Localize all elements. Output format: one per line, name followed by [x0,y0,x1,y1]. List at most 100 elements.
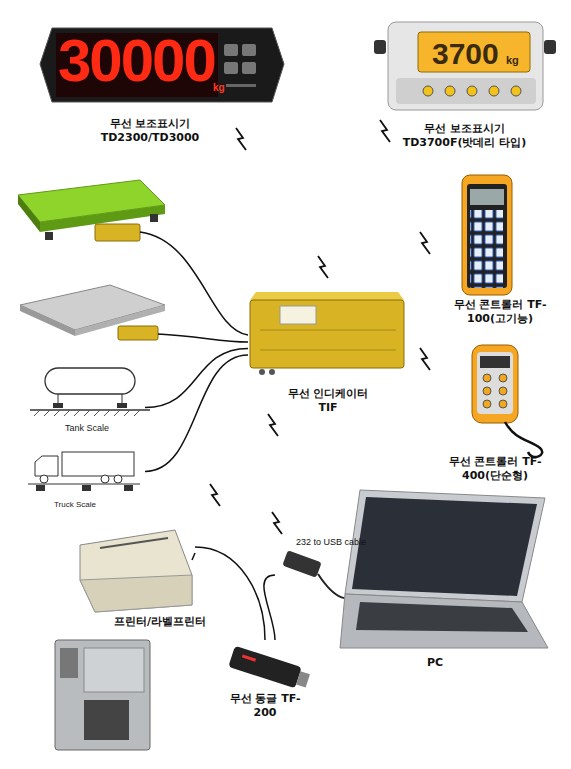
device-text: 30000 [58,29,233,93]
dongle-body [228,646,301,689]
button [242,62,256,74]
printer [80,530,192,612]
button [511,86,521,96]
tank-leg [122,394,123,404]
controller-body [472,345,518,423]
cable-connector [145,349,248,408]
device-label: PC [415,656,455,670]
button [483,374,491,382]
device-node: 30000kg 무선 보조표시기 TD2300/TD3000 [40,25,285,147]
device-node: 무선 콘트롤러 TF-400(단순형) [440,340,550,488]
wheel [101,475,109,483]
junction-box [118,326,158,340]
load-cell [53,403,63,408]
device-label: 무선 보조표시기 TD3700F(밧데리 타입) [397,122,532,150]
label-printer [55,640,150,750]
wireless-indicator [250,300,404,368]
laptop-lid [345,490,545,602]
connector [259,369,265,375]
button [423,86,433,96]
button [483,400,491,408]
wheel [114,475,122,483]
wrist-strap [505,422,542,457]
keypad [470,210,503,288]
device-text: Tank Scale [52,423,122,433]
device-text: 3700 [432,38,512,70]
button [445,86,455,96]
load-cell [82,485,91,491]
button [499,387,507,395]
device-text: Truck Scale [45,500,105,509]
printer-front [80,575,192,612]
printer-cover [84,648,144,692]
sticker [280,306,316,324]
load-cell [117,403,127,408]
device-node: 무선 콘트롤러 TF-100(고기능) [445,172,555,330]
scale-foot [150,214,158,222]
brand-strip [226,84,256,87]
scale-side [18,195,40,232]
device-label: 무선 콘트롤러 TF-400(단순형) [440,455,550,483]
junction-box [95,224,140,241]
laptop-base [340,594,548,648]
laptop-screen [352,497,537,596]
tank-leg [58,394,59,404]
button [489,86,499,96]
rib [260,350,396,351]
cable-connector [264,575,275,640]
platform-scale [20,285,165,330]
device-node: 3700kg 무선 보조표시기 TD3700F(밧데리 타입) [380,18,550,150]
laptop-keyboard [356,602,528,632]
wireless-bolt [420,348,430,370]
cable-label: 232 to USB cable [296,537,366,547]
button [483,387,491,395]
display-body [40,28,284,102]
button [224,62,238,74]
cable [140,232,248,335]
dongle-led [242,655,256,662]
wireless-dongle [228,646,311,692]
bracket-knob [374,40,386,54]
bracket-knob [544,40,556,54]
scale-side [20,305,75,336]
wireless-bolt [210,484,220,506]
device-label: 무선 동글 TF-200 [225,692,305,720]
device-text: kg [506,54,526,66]
lcd-screen [470,189,504,205]
truck-cab [35,456,58,476]
cable [158,334,248,342]
button [499,400,507,408]
printer-window [84,700,129,740]
scale-deck [28,484,140,485]
device-node: Truck Scale [25,445,145,511]
cable-connector [145,355,248,471]
platform-scale [18,180,165,222]
device-label: 무선 보조표시기 TD2300/TD3000 [95,117,205,145]
device-node: 프린터/라벨프린터 [70,508,195,638]
connector [269,369,275,375]
device-text: kg [213,82,233,93]
controller-face [467,184,507,288]
wireless-bolt [272,512,282,534]
lcd-screen [418,32,530,72]
device-label: 무선 인디케이터 TIF [283,387,373,415]
scale-foot [45,232,53,240]
button [242,44,256,56]
serial-dongle [282,550,321,577]
button [499,374,507,382]
button [224,44,238,56]
cable [192,553,195,560]
wheel [40,475,48,483]
dongle-body [282,550,321,577]
indicator-top [250,292,404,300]
load-cell [36,485,45,491]
wireless-bolt [236,128,246,150]
ground-hatch [34,410,140,416]
device-label: 프린터/라벨프린터 [100,615,220,629]
device-node: 무선 인디케이터 TIF [248,290,410,420]
tank [45,368,135,394]
dongle-connector [296,671,310,687]
